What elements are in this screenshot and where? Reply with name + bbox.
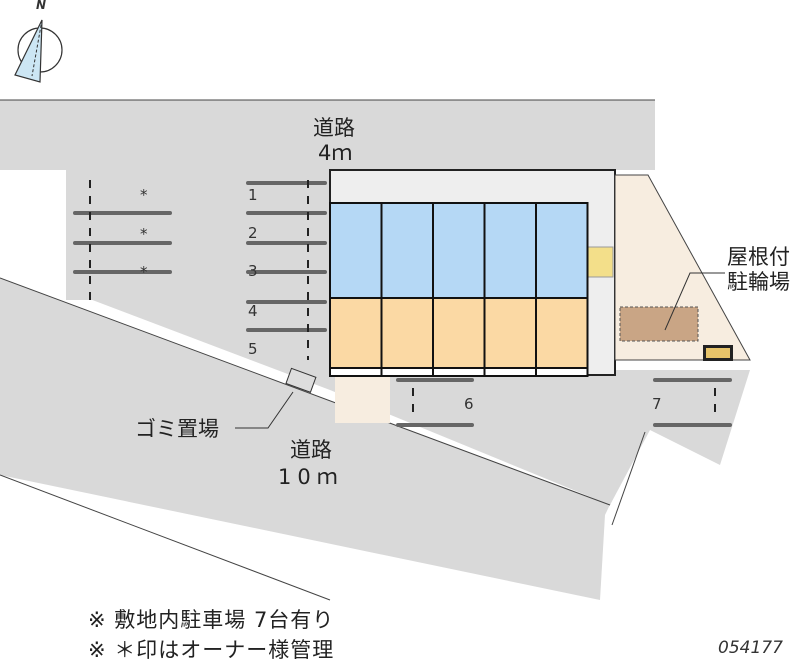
parking-number: 2 (248, 224, 258, 242)
unit-living-room (483, 297, 537, 369)
site-ground (66, 290, 330, 390)
unit-wet-area (535, 202, 589, 299)
parking-area-left (66, 170, 330, 300)
unit-wet-area (483, 202, 537, 299)
owner-mark: * (140, 263, 148, 281)
unit-living-room (329, 297, 383, 369)
owner-mark: * (140, 225, 148, 243)
garbage-area (285, 367, 317, 393)
unit-living-room (535, 297, 589, 369)
unit-balcony (535, 367, 589, 377)
parking-number: 6 (464, 395, 474, 413)
property-code: 054177 (718, 638, 783, 658)
parking-number: 7 (652, 395, 662, 413)
unit-balcony (329, 367, 383, 377)
unit-wet-area (329, 202, 383, 299)
note-parking: ※ 敷地内駐車場 7台有り (88, 608, 335, 632)
road-10m-name: 道路 (290, 438, 332, 462)
unit-wet-area (380, 202, 434, 299)
road-10m-width: 10ｍ (278, 465, 344, 489)
parking-number: 1 (248, 186, 258, 204)
parking-number: 4 (248, 302, 258, 320)
unit-wet-area (432, 202, 486, 299)
bike-parking-label-1: 屋根付 (727, 245, 790, 269)
parking-number: 5 (248, 340, 258, 358)
owner-mark: * (140, 186, 148, 204)
unit-balcony (380, 367, 434, 377)
parking-number: 3 (248, 262, 258, 280)
bike-parking-label-2: 駐輪場 (727, 270, 790, 294)
parking-area-lower (330, 370, 750, 505)
garbage-label: ゴミ置場 (135, 417, 219, 441)
bike-parking (619, 306, 699, 342)
unit-living-room (432, 297, 486, 369)
road-4m-width: 4ｍ (318, 141, 353, 165)
unit-balcony (432, 367, 486, 377)
road-10m (0, 278, 645, 600)
unit-living-room (380, 297, 434, 369)
road-4m (0, 100, 655, 170)
unit-balcony (483, 367, 537, 377)
note-owner: ※ ＊印はオーナー様管理 (88, 638, 335, 662)
north-label: N (36, 0, 47, 12)
north-compass-icon (14, 19, 63, 83)
road-4m-name: 道路 (313, 116, 355, 140)
